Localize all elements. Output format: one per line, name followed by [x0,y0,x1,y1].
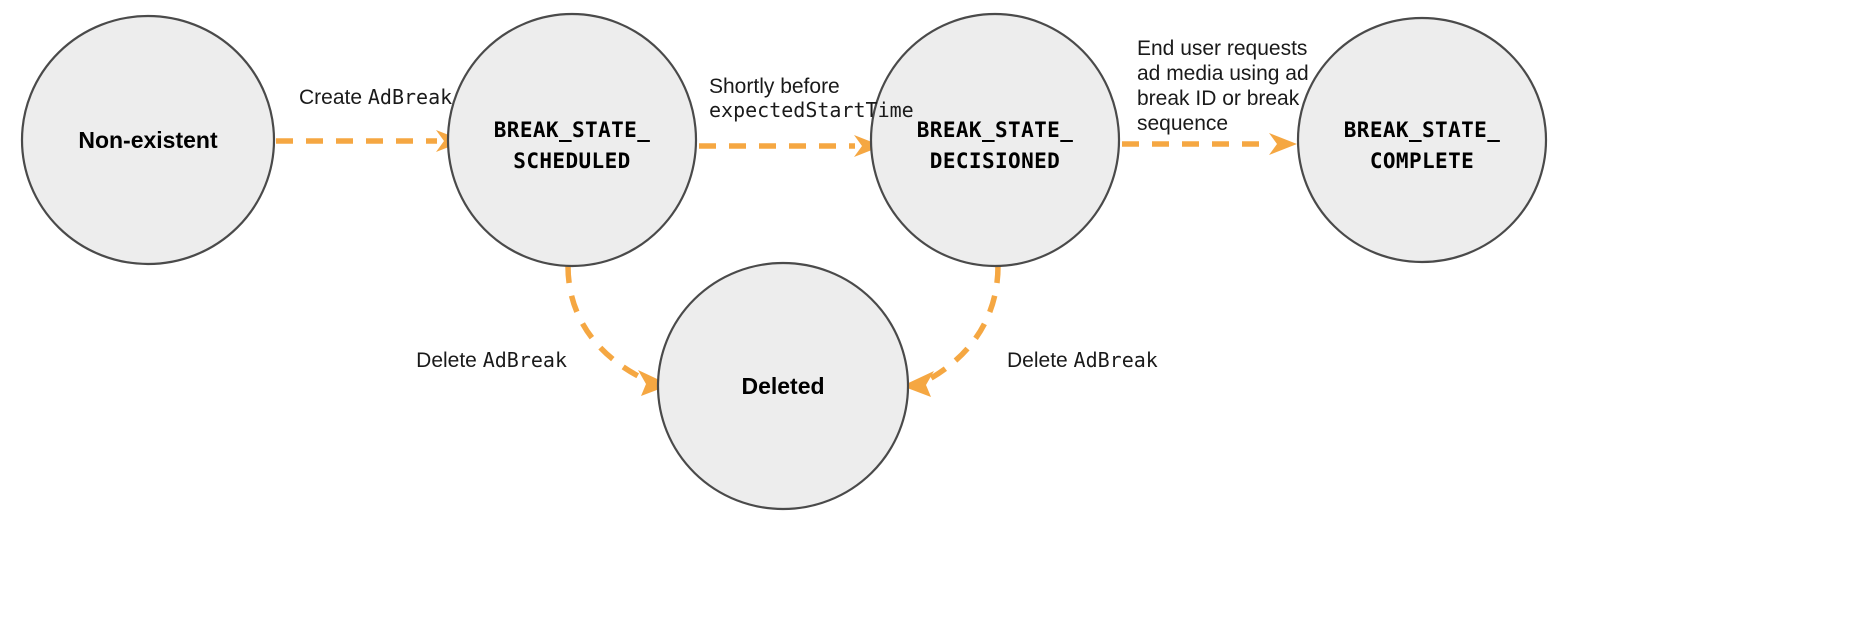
edge-shortly-before [699,135,882,157]
edge-label-shortly-before-line2: expectedStartTime [709,98,914,122]
node-non-existent[interactable]: Non-existent [20,14,276,266]
node-deleted[interactable]: Deleted [656,261,910,511]
node-label-non-existent: Non-existent [78,127,218,153]
edge-label-shortly-before-line1: Shortly before [709,75,840,98]
edge-label-create-adbreak-mono: AdBreak [368,85,452,109]
edge-end-user-requests [1122,133,1297,155]
node-shape-break-state-decisioned[interactable] [869,12,1121,268]
edge-label-delete-from-scheduled-sans: Delete [416,349,483,372]
node-shape-break-state-complete[interactable] [1296,16,1548,264]
edge-line-delete-from-scheduled [565,265,648,383]
edge-line-delete-from-decisioned [924,265,1001,384]
edge-label-delete-from-decisioned: Delete AdBreak [1007,348,1158,372]
edge-create-adbreak [276,130,464,152]
node-label-break-state-scheduled-line1: BREAK_STATE_ [494,118,651,142]
svg-text:Delete AdBreak: Delete AdBreak [1007,348,1158,372]
node-break-state-decisioned[interactable]: BREAK_STATE_ DECISIONED [869,12,1121,268]
edge-label-create-adbreak-sans: Create [299,86,368,109]
node-label-break-state-complete-line1: BREAK_STATE_ [1344,118,1501,142]
arrowhead-end-user-requests [1269,133,1297,155]
node-label-break-state-decisioned-line1: BREAK_STATE_ [917,118,1074,142]
node-label-break-state-scheduled-line2: SCHEDULED [513,149,630,173]
node-shape-non-existent[interactable] [20,14,276,266]
edge-label-delete-from-scheduled: Delete AdBreak [416,348,567,372]
node-break-state-complete[interactable]: BREAK_STATE_ COMPLETE [1296,16,1548,264]
node-label-break-state-decisioned-line2: DECISIONED [930,149,1060,173]
edge-delete-from-scheduled [565,265,670,396]
edge-delete-from-decisioned [902,265,1001,397]
node-label-break-state-complete-line2: COMPLETE [1370,149,1474,173]
node-shape-deleted[interactable] [656,261,910,511]
edge-label-end-user-requests-line4: sequence [1137,112,1228,135]
edge-label-end-user-requests-line2: ad media using ad [1137,62,1309,85]
edge-label-end-user-requests: End user requests ad media using ad brea… [1137,37,1309,135]
arrowhead-delete-from-scheduled [638,370,670,396]
edge-label-end-user-requests-line3: break ID or break [1137,87,1300,110]
edge-label-shortly-before: Shortly before expectedStartTime [709,75,914,122]
edge-label-delete-from-decisioned-mono: AdBreak [1074,348,1158,372]
edge-label-create-adbreak: Create AdBreak [299,85,452,109]
edge-label-delete-from-decisioned-sans: Delete [1007,349,1074,372]
node-break-state-scheduled[interactable]: BREAK_STATE_ SCHEDULED [446,12,698,268]
svg-text:Create AdBreak: Create AdBreak [299,85,452,109]
node-shape-break-state-scheduled[interactable] [446,12,698,268]
edge-label-delete-from-scheduled-mono: AdBreak [483,348,567,372]
node-label-deleted: Deleted [741,373,824,399]
arrowhead-shortly-before [854,135,882,157]
svg-text:Delete AdBreak: Delete AdBreak [416,348,567,372]
edge-label-end-user-requests-line1: End user requests [1137,37,1307,60]
arrowhead-delete-from-decisioned [902,371,934,397]
